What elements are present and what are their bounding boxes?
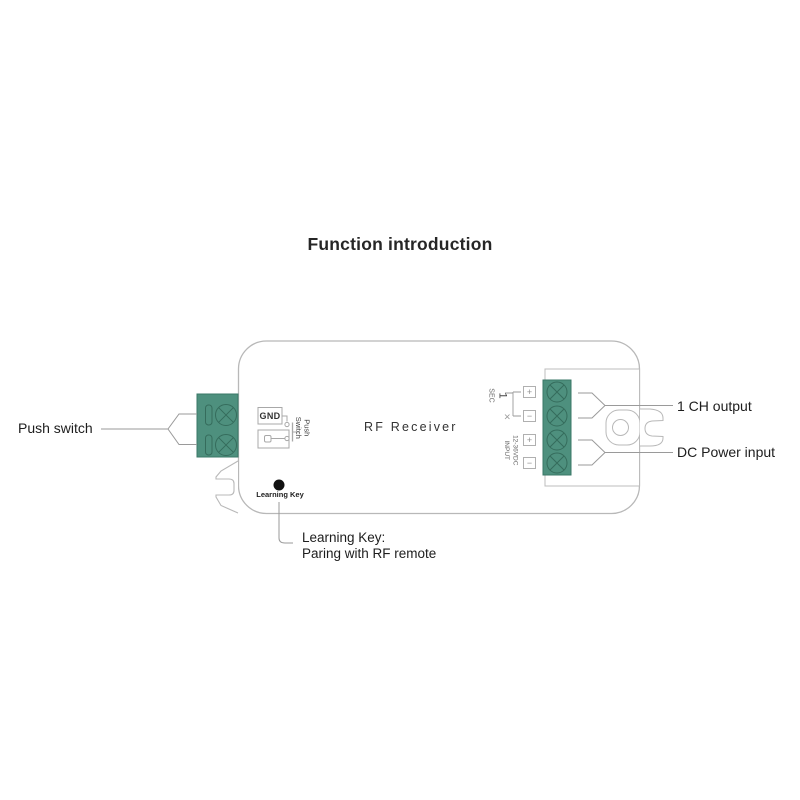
screw-terminal-icon — [546, 381, 568, 403]
left-mounting-tab — [215, 460, 239, 514]
dc-power-input-label: DC Power input — [677, 444, 776, 460]
sec-minus-terminal: − — [523, 410, 536, 422]
switch-contact-icon — [284, 421, 290, 428]
screw-terminal-icon — [546, 429, 568, 451]
page-title: Function introduction — [307, 234, 493, 254]
learning-note-line1: Learning Key: — [302, 530, 386, 545]
screw-terminal-icon — [215, 404, 237, 426]
sec-channel-bracket — [505, 391, 521, 417]
screw-terminal-icon — [546, 452, 568, 474]
dc-input-leader — [578, 439, 673, 466]
ch-output-label: 1 CH output — [677, 398, 752, 414]
learning-key-button-icon — [273, 479, 285, 491]
push-switch-leader — [101, 413, 197, 445]
power-terminal-block — [542, 379, 572, 476]
terminal-slot-icon — [205, 404, 213, 426]
gnd-label: GND — [259, 410, 281, 421]
screw-terminal-icon — [215, 434, 237, 456]
input-label: INPUT — [503, 440, 510, 461]
switch-contact-icon — [284, 435, 290, 442]
learning-key-leader — [278, 502, 293, 544]
push-switch-label: Push switch — [18, 420, 93, 436]
input-plus-terminal: + — [523, 434, 536, 446]
push-switch-terminal-block — [196, 393, 239, 458]
terminal-slot-icon — [205, 434, 213, 456]
sec-plus-terminal: + — [523, 386, 536, 398]
screw-terminal-icon — [546, 405, 568, 427]
input-minus-terminal: − — [523, 457, 536, 469]
ch-output-leader — [578, 392, 673, 419]
push-vertical-label: Push — [302, 419, 312, 437]
wire-connector-icon — [167, 413, 197, 445]
screw-hole-icon — [612, 419, 629, 436]
learning-note-line2: Paring with RF remote — [302, 546, 437, 561]
receiver-name-label: RF Receiver — [364, 420, 458, 434]
push-switch-circuit — [257, 407, 300, 449]
switch-vertical-label: Switch — [293, 416, 303, 439]
right-mounting-ear — [640, 408, 664, 447]
screw-boss-outline — [605, 409, 641, 446]
polarity-tick-mark — [504, 414, 510, 420]
sec-channel-number: 1 — [496, 392, 509, 399]
gnd-wire — [282, 415, 288, 422]
learning-key-label: Learning Key — [256, 490, 304, 499]
sec-label: SEC — [487, 388, 495, 403]
input-voltage-label: 12-36VDC — [510, 435, 518, 466]
